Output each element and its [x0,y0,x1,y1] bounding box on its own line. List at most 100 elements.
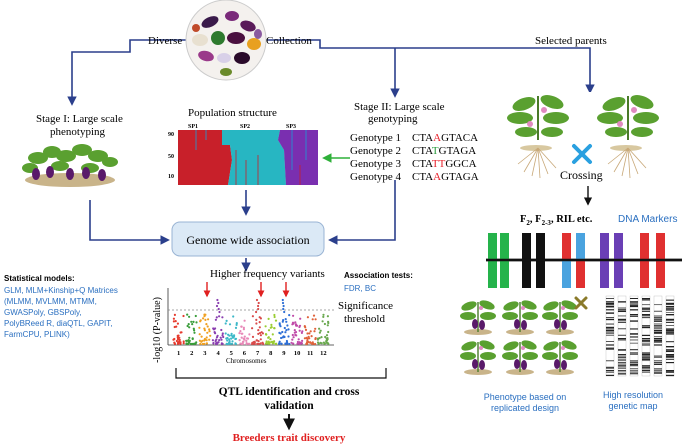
snp-point [311,342,314,345]
snp-point [251,335,255,338]
snp-point [287,328,290,331]
snp-point [275,342,278,345]
snp-point [214,339,217,343]
genetic-map-line1: High resolution [603,390,663,400]
snp-point [243,337,246,341]
snp-point [271,333,274,336]
snp-point [219,336,222,339]
snp-point [224,332,227,335]
snp-point [278,323,281,326]
manhattan-plot [167,288,334,346]
snp-point [258,321,261,324]
snp-point [173,313,176,316]
marker-bar-bottom [576,260,585,288]
phenotype-design-line2: replicated design [491,403,559,413]
snp-point [187,340,190,343]
snp-point [243,319,246,322]
snp-point [319,329,322,332]
stage1-title-line1: Stage I: Large scale [36,113,123,125]
snp-point [304,328,308,331]
chromosome-tick: 3 [203,350,207,357]
snp-point [182,340,185,343]
chromosome-tick: 1 [177,350,180,357]
snp-point [327,330,330,334]
marker-bar-bottom [614,260,623,288]
snp-point [306,316,309,319]
snp-point [310,335,313,338]
snp-point [259,334,262,337]
snp-point [306,339,309,342]
snp-point [314,318,317,321]
snp-point [321,320,324,323]
snp-point [280,336,283,340]
chromosome-points [316,313,330,346]
snp-point [287,335,290,338]
snp-point [226,336,229,340]
snp-point [270,340,273,343]
snp-point [281,301,285,305]
snp-point [267,336,270,339]
snp-point [256,342,259,346]
snp-point [265,340,268,343]
snp-point [293,331,296,334]
marker-bar-top [522,233,531,260]
snp-point [318,331,321,334]
snp-point [230,334,233,337]
snp-point [240,332,243,335]
chromosome-points [303,314,317,346]
chromosomes-label: Chromosomes [226,357,267,365]
snp-point [264,342,268,345]
snp-point [242,340,245,343]
snp-point [222,335,225,339]
snp-point [238,332,241,335]
snp-point [215,304,219,308]
snp-point [290,341,293,344]
snp-point [188,326,191,329]
snp-point [234,342,237,346]
snp-point [324,335,327,339]
snp-point [298,341,301,344]
chromosome-tick: 7 [256,350,260,357]
snp-point [283,310,286,314]
chromosome-tick: 6 [243,350,247,357]
snp-point [173,325,176,329]
snp-point [212,341,215,345]
snp-point [192,320,195,323]
snp-point [221,334,224,337]
marker-bar-bottom [656,260,665,288]
genetic-map-column [605,295,615,377]
genetic-map-column [665,295,675,377]
snp-point [262,342,265,346]
snp-point [230,342,234,345]
snp-point [203,313,206,316]
snp-point [291,333,294,337]
sp2-label: SP2 [240,124,250,130]
genetic-map-column [641,295,651,377]
snp-point [264,325,267,328]
marker-bar-top [600,233,609,260]
snp-point [304,326,307,329]
snp-variant: T [432,145,439,157]
breeders-trait-label: Breeders trait discovery [233,432,346,444]
marker-bar-top [640,233,649,260]
snp-point [248,333,251,336]
snp-point [292,314,295,317]
marker-bar-bottom [562,260,571,288]
snp-point [255,298,259,302]
snp-point [221,332,224,335]
snp-point [280,342,283,345]
snp-point [220,328,223,332]
snp-point [205,342,208,345]
marker-chromosome-bars [486,233,682,288]
snp-point [300,342,303,345]
genotype-label: Genotype 3 [350,158,402,170]
chromosome-tick: 4 [216,350,220,357]
eggplant-plant-icon [502,300,538,335]
pop-tick-90: 90 [168,132,174,138]
snp-point [191,323,194,326]
snp-point [217,307,220,311]
snp-point [216,334,219,337]
snp-point [325,341,328,344]
eggplant-icon [192,11,262,76]
